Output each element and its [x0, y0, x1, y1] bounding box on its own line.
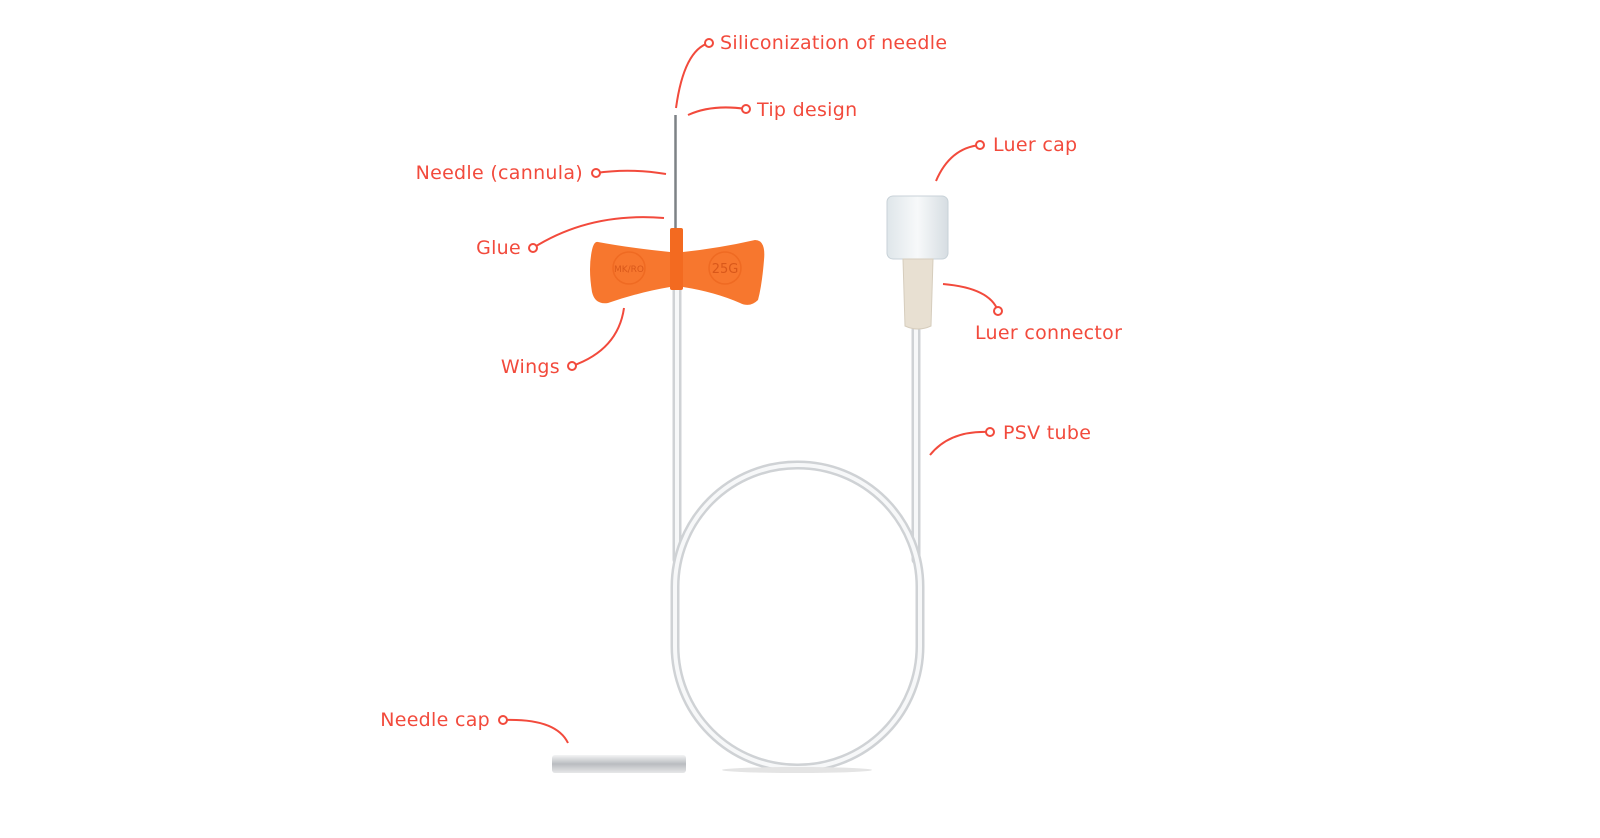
needle-cap-illustration — [552, 755, 686, 773]
luer-connector — [902, 258, 934, 330]
label-needle: Needle (cannula) — [415, 162, 583, 184]
svg-text:25G: 25G — [712, 262, 739, 277]
svg-text:MK/RO: MK/RO — [614, 265, 644, 275]
label-glue: Glue — [476, 237, 521, 259]
psv-tube — [670, 285, 925, 773]
label-wings: Wings — [500, 356, 560, 378]
luer-cap — [886, 195, 949, 260]
label-needle-cap: Needle cap — [380, 709, 490, 731]
label-psv-tube: PSV tube — [1003, 422, 1092, 444]
butterfly-wings: MK/RO 25G — [590, 228, 765, 305]
leader-lines — [502, 42, 999, 744]
label-siliconization: Siliconization of needle — [720, 32, 948, 54]
label-luer-cap: Luer cap — [993, 134, 1078, 156]
leader-dots — [498, 38, 1003, 725]
label-luer-connector: Luer connector — [975, 322, 1123, 344]
label-tip-design: Tip design — [757, 99, 858, 121]
